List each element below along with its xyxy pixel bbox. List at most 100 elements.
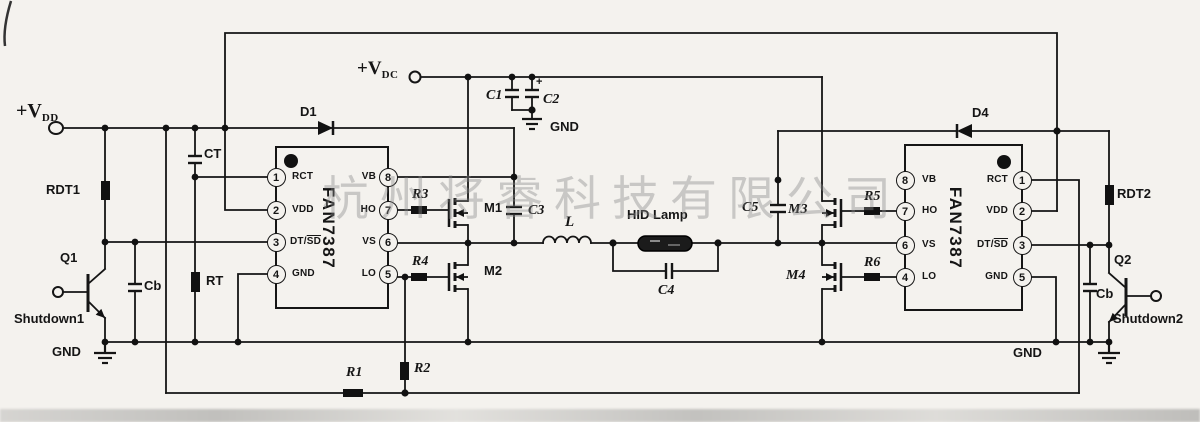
ct-label: CT <box>204 146 222 161</box>
rdt2-label: RDT2 <box>1117 186 1151 201</box>
resistor-r1 <box>343 389 363 397</box>
shutdown2-label: Shutdown2 <box>1113 311 1184 326</box>
ic-left-pin-2: 2 <box>266 200 286 220</box>
cb-left-label: Cb <box>144 278 162 293</box>
ic-right-pin-1-label: RCT <box>986 174 1008 185</box>
ic-left-pin-6-label: VS <box>362 236 376 247</box>
cb-right-label: Cb <box>1096 286 1114 301</box>
diode-d1 <box>318 121 335 135</box>
scan-artifact-slash <box>3 0 13 47</box>
ic-right-pin-5: 5 <box>1012 267 1032 287</box>
ic-left-pin-7-label: HO <box>360 204 376 215</box>
resistor-r5 <box>864 207 880 215</box>
ic-left-pin-5-label: LO <box>361 268 376 279</box>
ic-left-pin-2-label: VDD <box>292 204 314 215</box>
c3-label: C3 <box>528 203 545 218</box>
hid-lamp-body <box>637 235 693 252</box>
resistor-rdt1 <box>101 181 110 200</box>
gnd-right-label: GND <box>1013 345 1042 360</box>
ic-right-pin-1: 1 <box>1012 170 1032 190</box>
resistor-rt <box>191 272 200 292</box>
ic-right-pin-8-label: VB <box>922 174 937 185</box>
q1-label: Q1 <box>60 250 78 265</box>
c5-label: C5 <box>742 200 759 215</box>
rdt1-label: RDT1 <box>46 182 80 197</box>
ic-right-pin-6: 6 <box>895 235 915 255</box>
r6-label: R6 <box>864 255 881 270</box>
ic-left-pin-8: 8 <box>378 167 398 187</box>
ic-left-pin-1-label: RCT <box>292 171 314 182</box>
m4-label: M4 <box>786 268 806 283</box>
ic-right-pin-4-label: LO <box>922 271 937 282</box>
watermark-text: 杭州将睿科技有限公司 <box>322 172 902 225</box>
ic-left-outline <box>275 146 389 309</box>
ic-left-pin-3-label: DT/SD <box>290 236 322 247</box>
ic-right-name: FAN7387 <box>946 186 965 270</box>
ic-right-outline <box>904 144 1023 311</box>
l-label: L <box>565 214 575 230</box>
shutdown1-terminal <box>52 286 64 298</box>
capacitor-plates <box>128 88 1097 293</box>
mosfet-m4 <box>822 262 843 292</box>
gnd-top-label: GND <box>550 119 579 134</box>
shutdown2-terminal <box>1150 290 1162 302</box>
q2-label: Q2 <box>1114 252 1132 267</box>
ic-left-pin-8-label: VB <box>361 171 376 182</box>
resistor-rdt2 <box>1105 185 1114 205</box>
m2-label: M2 <box>484 263 503 278</box>
resistor-r4 <box>411 273 427 281</box>
ic-right-pin-5-label: GND <box>985 271 1008 282</box>
mosfet-m3 <box>822 198 843 228</box>
junction-dots <box>101 73 1113 397</box>
ic-right-pin-7-label: HO <box>922 205 938 216</box>
gnd-left-label: GND <box>52 344 81 359</box>
ic-right-pin-3: 3 <box>1012 235 1032 255</box>
scan-artifact-band <box>0 409 1200 422</box>
ground-symbols <box>94 117 1120 365</box>
ic-right-pin-6-label: VS <box>922 239 936 250</box>
ic-right-pin-8: 8 <box>895 170 915 190</box>
c2-label: C2 <box>543 92 560 107</box>
d4-label: D4 <box>972 105 989 120</box>
ic-right-pin-7: 7 <box>895 201 915 221</box>
ic-left-pin-4-label: GND <box>292 268 315 279</box>
ic-left-pin-5: 5 <box>378 264 398 284</box>
c2-plus-label: + <box>536 76 543 88</box>
ic-left-pin-3: 3 <box>266 232 286 252</box>
r1-label: R1 <box>346 365 363 380</box>
mosfet-m2 <box>447 262 468 292</box>
hid-lamp-label: HID Lamp <box>627 207 688 222</box>
diode-d4 <box>955 124 972 138</box>
r2-label: R2 <box>414 361 431 376</box>
shutdown1-label: Shutdown1 <box>14 311 85 326</box>
r4-label: R4 <box>412 254 429 269</box>
ic-left-pin-1: 1 <box>266 167 286 187</box>
top-rail-wire <box>224 32 1058 132</box>
ic-right-pin-4: 4 <box>895 267 915 287</box>
resistor-r3 <box>411 206 427 214</box>
resistor-r2 <box>400 362 409 380</box>
ic-right-pin-2: 2 <box>1012 201 1032 221</box>
c1-label: C1 <box>486 88 503 103</box>
vdd-terminal <box>48 121 64 135</box>
mosfet-m1 <box>447 198 468 228</box>
transistor-q1 <box>86 274 105 318</box>
vdd-label: +VDD <box>16 100 59 124</box>
resistors <box>101 181 1114 397</box>
ic-right-pin-2-label: VDD <box>986 205 1008 216</box>
ic-left-pin1-marker <box>284 154 298 168</box>
ic-right-pin1-marker <box>997 155 1011 169</box>
transistor-q2 <box>1109 278 1128 322</box>
vdc-terminal <box>408 70 422 84</box>
r3-label: R3 <box>412 187 429 202</box>
d1-label: D1 <box>300 104 317 119</box>
inductor-coil <box>542 235 592 244</box>
ic-right-pin-3-label: DT/SD <box>976 239 1008 250</box>
r5-label: R5 <box>864 189 881 204</box>
ic-left-pin-6: 6 <box>378 232 398 252</box>
rt-label: RT <box>206 273 224 288</box>
ic-left-pin-4: 4 <box>266 264 286 284</box>
m3-label: M3 <box>788 202 808 217</box>
c4-label: C4 <box>658 283 675 298</box>
